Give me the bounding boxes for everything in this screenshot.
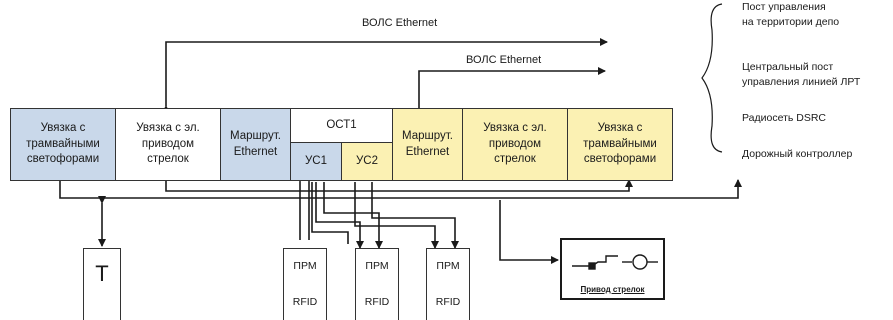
rfid-receiver-3-bottom: RFID [435, 295, 461, 308]
wan-label-top: ВОЛС Ethernet [362, 17, 438, 29]
rfid-link-d [323, 182, 383, 249]
switch-drive-device: Привод стрелок [560, 238, 665, 300]
legend-brace [701, 3, 723, 153]
rfid-receiver-2-top: ПРМ [365, 260, 389, 273]
switch-drive-symbol [572, 254, 658, 270]
legend-dsrc: Радиосеть DSRC [742, 112, 827, 124]
bus-line-outer [56, 173, 742, 199]
rfid-receiver-3-top: ПРМ [436, 260, 460, 273]
rfid-receiver-2-bottom: RFID [364, 295, 390, 308]
rfid-receiver-1: ПРМ RFID [283, 248, 327, 320]
bus-line-inner [162, 173, 633, 192]
traffic-signal-label: Т [95, 261, 109, 286]
rfid-link-f [371, 182, 459, 249]
left-traffic-light-interface: Увязка с трамвайными светофорами [10, 108, 116, 181]
legend-road-controller: Дорожный контроллер [742, 148, 853, 160]
wan-line-right [415, 67, 606, 115]
ost1-block: ОСТ1 [290, 108, 393, 143]
right-switch-drive-interface: Увязка с эл. приводом стрелок [462, 108, 568, 181]
traffic-signal-device: Т [83, 248, 121, 320]
left-ethernet-router: Маршрут. Ethernet [220, 108, 291, 181]
rfid-link-g [311, 182, 349, 244]
us2-block: УС2 [341, 142, 393, 181]
rfid-receiver-1-bottom: RFID [292, 295, 318, 308]
rfid-receiver-3: ПРМ RFID [426, 248, 470, 320]
switch-drive-link [499, 200, 559, 264]
left-switch-drive-interface: Увязка с эл. приводом стрелок [115, 108, 221, 181]
wan-line-top [162, 38, 608, 113]
legend-depot-post: Пост управления на территории депо [742, 1, 840, 29]
right-ethernet-router: Маршрут. Ethernet [392, 108, 463, 181]
rfid-link-c [315, 182, 364, 249]
wan-label-right: ВОЛС Ethernet [466, 54, 542, 66]
right-traffic-light-interface: Увязка с трамвайными светофорами [567, 108, 673, 181]
us1-block: УС1 [290, 142, 342, 181]
legend-central-post: Центральный пост управления линией ЛРТ [742, 61, 861, 89]
rfid-link-e [354, 182, 439, 249]
rfid-receiver-2: ПРМ RFID [355, 248, 399, 320]
rfid-receiver-1-top: ПРМ [293, 260, 317, 273]
switch-drive-caption: Привод стрелок [580, 285, 645, 294]
